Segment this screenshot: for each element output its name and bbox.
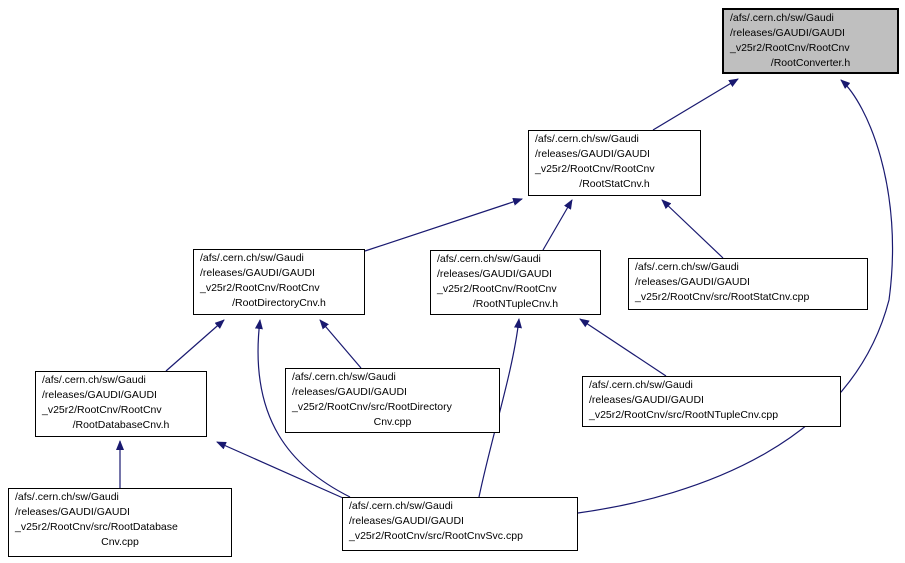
edge-root-cnv-svc-cpp-to-root-directory-cnv-h bbox=[254, 319, 351, 498]
node-label-line: /afs/.cern.ch/sw/Gaudi bbox=[349, 500, 453, 512]
node-label-line: /RootStatCnv.h bbox=[579, 178, 650, 190]
edge-root-database-cnv-h-to-root-directory-cnv-h bbox=[165, 319, 225, 372]
node-label-line: /releases/GAUDI/GAUDI bbox=[15, 506, 130, 518]
node-label-line: /afs/.cern.ch/sw/Gaudi bbox=[535, 133, 639, 145]
node-label-line: /releases/GAUDI/GAUDI bbox=[635, 276, 750, 288]
node-label-line: _v25r2/RootCnv/RootCnv bbox=[437, 283, 557, 295]
node-label-line: /releases/GAUDI/GAUDI bbox=[437, 268, 552, 280]
node-label-line: _v25r2/RootCnv/RootCnv bbox=[535, 163, 655, 175]
node-label-line: /afs/.cern.ch/sw/Gaudi bbox=[437, 253, 541, 265]
node-label-line: _v25r2/RootCnv/src/RootCnvSvc.cpp bbox=[349, 530, 523, 542]
node-label-line: _v25r2/RootCnv/src/RootDatabase bbox=[15, 521, 178, 533]
node-label-line: /releases/GAUDI/GAUDI bbox=[589, 394, 704, 406]
node-label-line: /RootNTupleCnv.h bbox=[472, 298, 559, 310]
node-label-line: /releases/GAUDI/GAUDI bbox=[200, 267, 315, 279]
node-label-line: /releases/GAUDI/GAUDI bbox=[292, 386, 407, 398]
node-root-database-cnv-h[interactable]: /afs/.cern.ch/sw/Gaudi/releases/GAUDI/GA… bbox=[35, 371, 207, 437]
node-label-line: /RootDatabaseCnv.h bbox=[72, 419, 170, 431]
node-label-line: /releases/GAUDI/GAUDI bbox=[535, 148, 650, 160]
node-label-line: /afs/.cern.ch/sw/Gaudi bbox=[730, 12, 834, 24]
node-label-line: /releases/GAUDI/GAUDI bbox=[730, 27, 845, 39]
node-label-line: _v25r2/RootCnv/RootCnv bbox=[730, 42, 850, 54]
node-label-line: /RootConverter.h bbox=[770, 57, 851, 69]
node-label-line: /afs/.cern.ch/sw/Gaudi bbox=[200, 252, 304, 264]
node-label-line: _v25r2/RootCnv/src/RootDirectory bbox=[292, 401, 452, 413]
node-label-line: _v25r2/RootCnv/src/RootNTupleCnv.cpp bbox=[589, 409, 779, 421]
node-label-line: _v25r2/RootCnv/RootCnv bbox=[200, 282, 320, 294]
node-root-converter-h[interactable]: /afs/.cern.ch/sw/Gaudi/releases/GAUDI/GA… bbox=[722, 8, 899, 74]
node-root-ntuple-cnv-h[interactable]: /afs/.cern.ch/sw/Gaudi/releases/GAUDI/GA… bbox=[430, 250, 601, 315]
node-label-line: /afs/.cern.ch/sw/Gaudi bbox=[42, 374, 146, 386]
node-label-line: /releases/GAUDI/GAUDI bbox=[42, 389, 157, 401]
node-root-ntuple-cnv-cpp[interactable]: /afs/.cern.ch/sw/Gaudi/releases/GAUDI/GA… bbox=[582, 376, 841, 427]
node-root-directory-cnv-h[interactable]: /afs/.cern.ch/sw/Gaudi/releases/GAUDI/GA… bbox=[193, 249, 365, 315]
node-label-line: Cnv.cpp bbox=[373, 416, 412, 428]
node-label-line: /afs/.cern.ch/sw/Gaudi bbox=[635, 261, 739, 273]
node-root-directory-cnv-cpp[interactable]: /afs/.cern.ch/sw/Gaudi/releases/GAUDI/GA… bbox=[285, 368, 500, 433]
edge-root-stat-cnv-h-to-root-converter-h bbox=[652, 78, 739, 131]
node-label-line: /afs/.cern.ch/sw/Gaudi bbox=[292, 371, 396, 383]
node-root-stat-cnv-h[interactable]: /afs/.cern.ch/sw/Gaudi/releases/GAUDI/GA… bbox=[528, 130, 701, 196]
node-root-stat-cnv-cpp[interactable]: /afs/.cern.ch/sw/Gaudi/releases/GAUDI/GA… bbox=[628, 258, 868, 310]
edge-root-cnv-svc-cpp-to-root-ntuple-cnv-h bbox=[478, 318, 522, 498]
edge-root-cnv-svc-cpp-to-root-converter-h bbox=[577, 79, 894, 514]
node-label-line: _v25r2/RootCnv/RootCnv bbox=[42, 404, 162, 416]
node-label-line: /releases/GAUDI/GAUDI bbox=[349, 515, 464, 527]
edge-root-ntuple-cnv-cpp-to-root-ntuple-cnv-h bbox=[579, 318, 667, 377]
node-label-line: /RootDirectoryCnv.h bbox=[232, 297, 326, 309]
node-label-line: Cnv.cpp bbox=[101, 536, 139, 548]
node-label-line: /afs/.cern.ch/sw/Gaudi bbox=[15, 491, 119, 503]
edge-root-ntuple-cnv-h-to-root-stat-cnv-h bbox=[542, 199, 573, 251]
edge-root-stat-cnv-cpp-to-root-stat-cnv-h bbox=[661, 199, 724, 259]
edge-root-directory-cnv-cpp-to-root-directory-cnv-h bbox=[319, 319, 362, 369]
node-root-cnv-svc-cpp[interactable]: /afs/.cern.ch/sw/Gaudi/releases/GAUDI/GA… bbox=[342, 497, 578, 551]
edge-root-cnv-svc-cpp-to-root-database-cnv-h bbox=[216, 441, 344, 499]
node-root-database-cnv-cpp[interactable]: /afs/.cern.ch/sw/Gaudi/releases/GAUDI/GA… bbox=[8, 488, 232, 557]
node-label-line: /afs/.cern.ch/sw/Gaudi bbox=[589, 379, 693, 391]
node-label-line: _v25r2/RootCnv/src/RootStatCnv.cpp bbox=[635, 291, 810, 303]
edge-root-directory-cnv-h-to-root-stat-cnv-h bbox=[364, 198, 523, 252]
